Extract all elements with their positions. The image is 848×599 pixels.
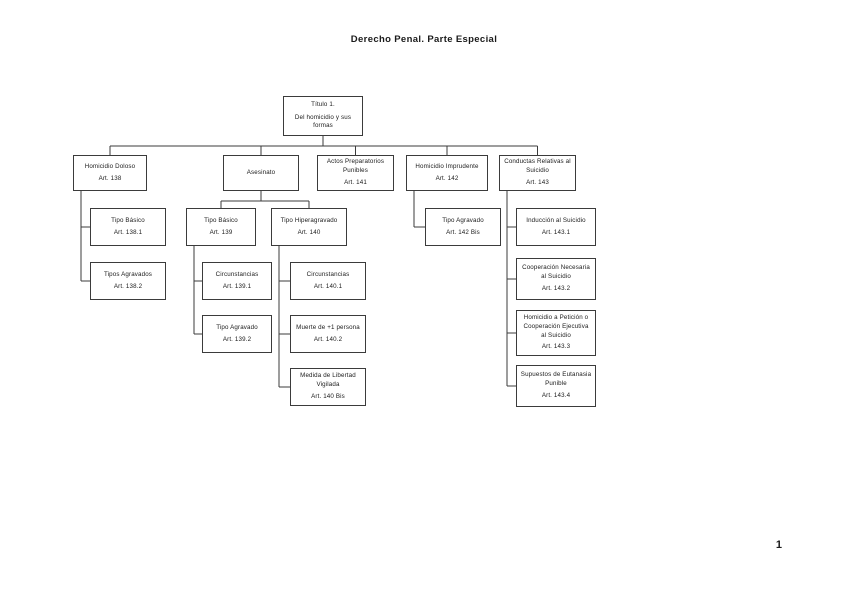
tree-node-label: Cooperación Necesaria al Suicidio bbox=[522, 264, 590, 280]
page-title: Derecho Penal. Parte Especial bbox=[350, 34, 498, 45]
tree-node-article: Art. 140 Bis bbox=[311, 392, 345, 400]
tree-node-label: Tipos Agravados bbox=[103, 270, 153, 278]
tree-node-label: Tipo Básico bbox=[204, 216, 238, 224]
tree-node-article: Art. 138.1 bbox=[113, 228, 143, 236]
tree-node-label: Tipo Hiperagravado bbox=[280, 216, 338, 224]
tree-node-article: Art. 143 bbox=[526, 178, 549, 186]
tree-node-article: Art. 143.4 bbox=[541, 391, 571, 399]
tree-node-article: Art. 143.2 bbox=[541, 284, 571, 292]
tree-node-article: Art. 138 bbox=[98, 174, 122, 182]
tree-node-label: Circunstancias bbox=[306, 270, 350, 278]
tree-node-label: Circunstancias bbox=[215, 270, 259, 278]
tree-node-label: Conductas Relativas al Suicidio bbox=[504, 158, 571, 174]
tree-node-article: Art. 141 bbox=[344, 178, 367, 186]
tree-node-label: Homicidio Imprudente bbox=[415, 162, 479, 170]
tree-node-label: Inducción al Suicidio bbox=[526, 216, 586, 224]
tree-node-label: Homicidio a Petición o Cooperación Ejecu… bbox=[523, 313, 589, 339]
tree-node-article: Art. 138.2 bbox=[113, 282, 143, 290]
tree-node-label: Tipo Agravado bbox=[216, 323, 258, 331]
tree-node-article: Art. 142 bbox=[435, 174, 459, 182]
tree-node-article: Art. 140 bbox=[297, 228, 321, 236]
page-number: 1 bbox=[775, 539, 782, 551]
tree-node-article: Art. 140.1 bbox=[313, 282, 343, 290]
tree-node-article: Art. 139 bbox=[209, 228, 233, 236]
tree-node-article: Art. 143.3 bbox=[541, 343, 571, 351]
tree-node: Homicidio a Petición o Cooperación Ejecu… bbox=[516, 310, 596, 356]
tree-node-article: Art. 143.1 bbox=[541, 228, 571, 236]
tree-node: Título 1. Del homicidio y sus formas bbox=[283, 96, 363, 136]
tree-node-label: Tipo Básico bbox=[111, 216, 145, 224]
tree-node-article: Art. 139.2 bbox=[222, 335, 252, 343]
tree-node-label: Actos Preparatorios Punibles bbox=[326, 158, 385, 174]
tree-node-article: Art. 139.1 bbox=[222, 282, 252, 290]
tree-node-label: Homicidio Doloso bbox=[84, 162, 136, 170]
tree-node-label: Medida de Libertad Vigilada bbox=[300, 372, 356, 388]
tree-node-label: Muerte de +1 persona bbox=[296, 323, 360, 331]
tree-node-article: Art. 142 Bis bbox=[446, 228, 480, 236]
tree-node-label: Tipo Agravado bbox=[442, 216, 484, 224]
tree-node-article: Art. 140.2 bbox=[313, 335, 343, 343]
tree-node-sublabel: Del homicidio y sus formas bbox=[294, 113, 352, 130]
tree-node-label: Supuestos de Eutanasia Punible bbox=[520, 371, 592, 387]
tree-node-label: Título 1. bbox=[311, 100, 335, 108]
tree-node-label: Asesinato bbox=[246, 168, 276, 176]
tree-node: Asesinato bbox=[223, 155, 299, 191]
